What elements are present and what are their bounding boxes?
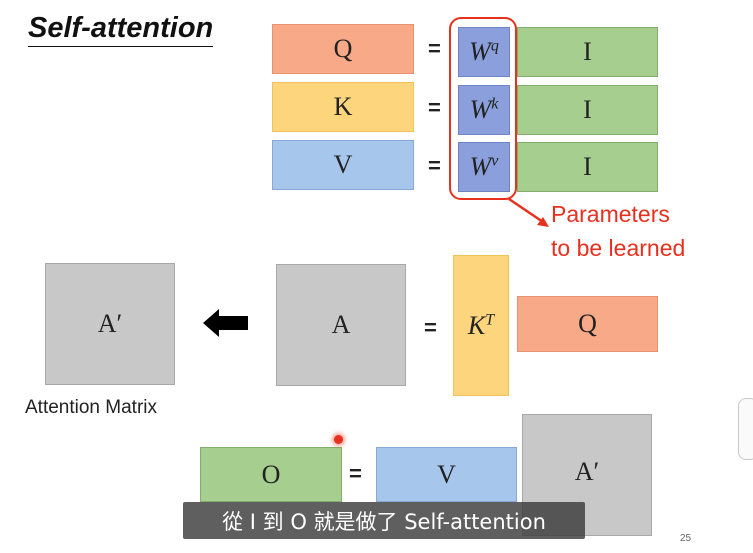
- o-label: O: [261, 459, 281, 489]
- parameters-note-line2: to be learned: [551, 235, 686, 261]
- input-matrix-v: I: [517, 142, 658, 192]
- red-pointer-arrow-icon: [508, 197, 549, 227]
- v-matrix: V: [272, 140, 414, 190]
- left-arrow-icon: [203, 309, 248, 337]
- equals-sign-o: =: [349, 461, 362, 486]
- q-matrix-attention: Q: [517, 296, 658, 352]
- input-label: I: [583, 95, 592, 124]
- input-matrix-q: I: [517, 27, 658, 77]
- equals-sign-k: =: [428, 95, 441, 120]
- video-subtitle: 從 I 到 O 就是做了 Self-attention: [183, 502, 585, 539]
- input-label: I: [583, 37, 592, 66]
- page-number: 25: [680, 533, 692, 544]
- q-label: Q: [333, 34, 353, 63]
- equals-sign-q: =: [428, 36, 441, 61]
- a-matrix: A: [276, 264, 406, 386]
- laser-pointer-dot-icon: [334, 435, 343, 444]
- k-matrix: K: [272, 82, 414, 132]
- input-matrix-k: I: [517, 85, 658, 135]
- wq-matrix: Wq: [458, 27, 510, 77]
- v-label: V: [437, 459, 456, 489]
- v-matrix-output: V: [376, 447, 517, 502]
- wk-matrix: Wk: [458, 85, 510, 135]
- attention-matrix-label: Attention Matrix: [25, 397, 157, 418]
- input-label: I: [583, 152, 592, 181]
- parameters-note: Parameters to be learned: [551, 197, 685, 265]
- a-prime-label: A′: [97, 309, 123, 338]
- a-label: A: [331, 310, 351, 339]
- parameters-note-line1: Parameters: [551, 201, 670, 227]
- a-prime-matrix: A′: [45, 263, 175, 385]
- wv-matrix: Wv: [458, 142, 510, 192]
- q-matrix: Q: [272, 24, 414, 74]
- v-label: V: [333, 150, 353, 179]
- weights-highlight: [449, 17, 517, 200]
- q-label: Q: [578, 309, 597, 338]
- wk-label: Wk: [469, 95, 499, 124]
- a-prime-label: A′: [574, 457, 600, 486]
- o-matrix: O: [200, 447, 342, 502]
- slide-title: Self-attention: [28, 12, 214, 47]
- k-label: K: [333, 92, 353, 121]
- wq-label: Wq: [469, 37, 499, 66]
- kt-label: KT: [467, 310, 495, 340]
- equals-sign-a: =: [424, 315, 437, 340]
- wv-label: Wv: [469, 152, 499, 181]
- equals-sign-v: =: [428, 153, 441, 178]
- side-panel-handle[interactable]: [738, 398, 753, 460]
- kt-matrix: KT: [453, 255, 509, 396]
